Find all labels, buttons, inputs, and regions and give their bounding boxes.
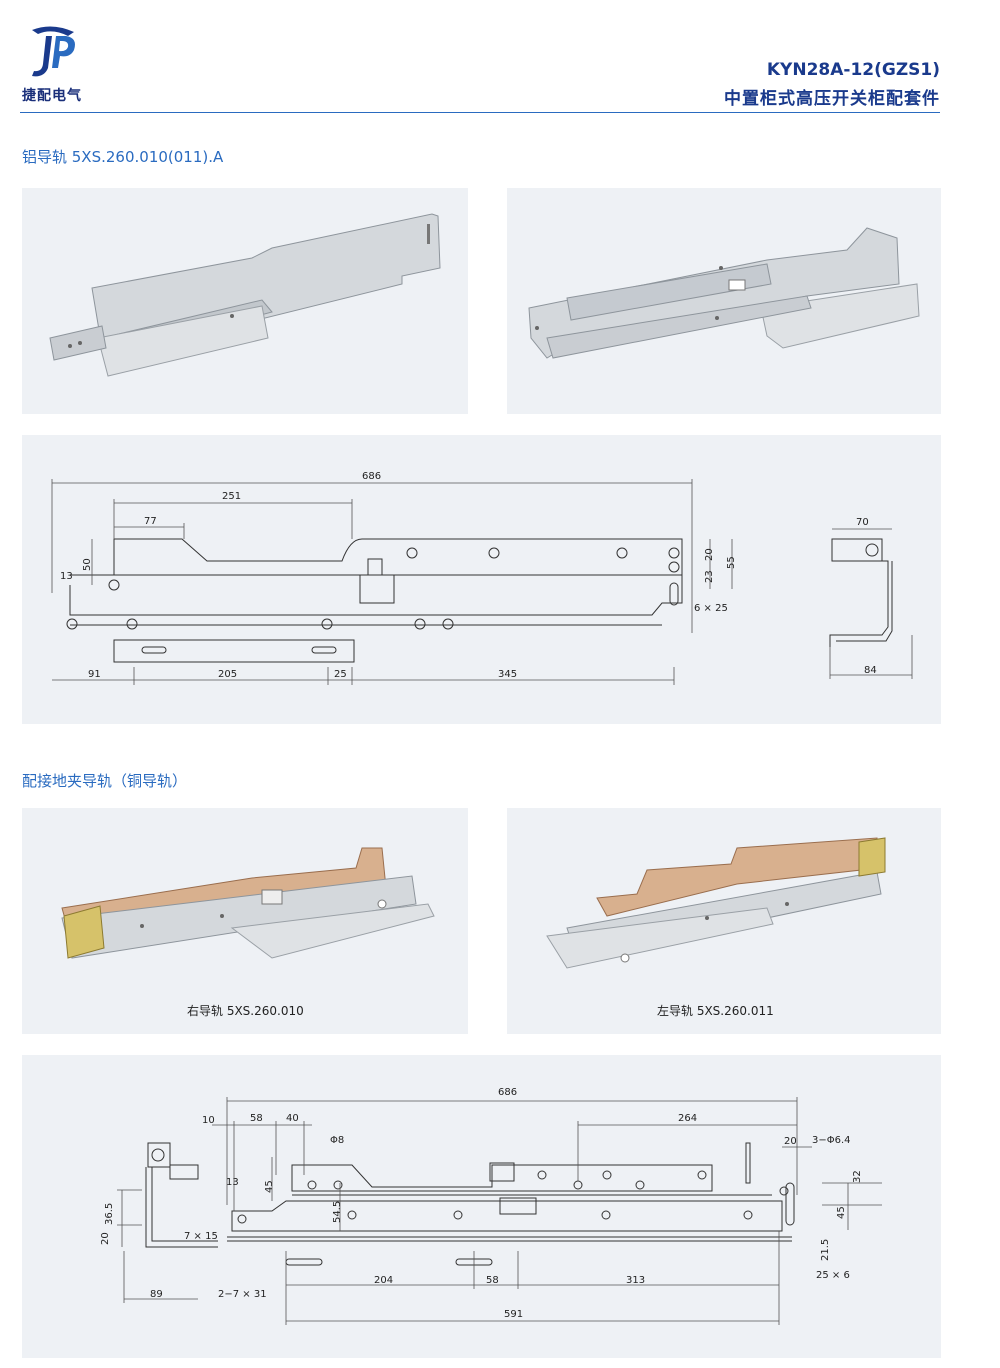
dim-77: 77 — [144, 516, 157, 527]
dim-84: 84 — [864, 665, 877, 676]
dim2-45b: 45 — [836, 1206, 847, 1219]
dim2-7x15: 7 × 15 — [184, 1231, 218, 1242]
dim2-54-5: 54.5 — [332, 1201, 343, 1223]
company-logo — [32, 26, 75, 77]
drawing-aluminum-rail: 686 251 77 50 13 91 205 25 345 20 23 55 … — [22, 435, 941, 724]
dim2-313: 313 — [626, 1275, 645, 1286]
dim-55: 55 — [726, 556, 737, 569]
dim2-3phi64: 3−Φ6.4 — [812, 1135, 851, 1146]
logo-text: 捷配电气 — [22, 88, 82, 104]
photo-right-rail: 右导轨 5XS.260.010 — [22, 808, 468, 1034]
dim2-phi8: Φ8 — [330, 1135, 344, 1146]
product-model: KYN28A-12(GZS1) — [766, 60, 940, 80]
dim2-20b: 20 — [100, 1232, 111, 1245]
dim2-13: 13 — [226, 1177, 239, 1188]
caption-left-rail: 左导轨 5XS.260.011 — [657, 1004, 774, 1018]
dim2-264: 264 — [678, 1113, 697, 1124]
dim-6x25: 6 × 25 — [694, 603, 728, 614]
section-title-copper-rail: 配接地夹导轨（铜导轨） — [22, 772, 188, 790]
dim2-89: 89 — [150, 1289, 163, 1300]
caption-right-rail: 右导轨 5XS.260.010 — [187, 1004, 304, 1018]
dim2-32: 32 — [852, 1170, 863, 1183]
dim2-58b: 58 — [486, 1275, 499, 1286]
dim2-58: 58 — [250, 1113, 263, 1124]
drawing-copper-rail: 686 10 58 40 264 Φ8 20 3−Φ6.4 13 45 32 5… — [22, 1055, 941, 1358]
header-rule — [20, 112, 940, 113]
dim-70: 70 — [856, 517, 869, 528]
photo-aluminum-rail-1 — [22, 188, 468, 414]
photo-left-rail: 左导轨 5XS.260.011 — [507, 808, 941, 1034]
dim2-45: 45 — [264, 1180, 275, 1193]
dim-91: 91 — [88, 669, 101, 680]
dim-345: 345 — [498, 669, 517, 680]
section-title-aluminum-rail: 铝导轨 5XS.260.010(011).A — [22, 148, 224, 166]
photo-aluminum-rail-2 — [507, 188, 941, 414]
dim-25: 25 — [334, 669, 347, 680]
dim2-21-5: 21.5 — [820, 1239, 831, 1261]
dim2-36-5: 36.5 — [104, 1203, 115, 1225]
dim-686: 686 — [362, 471, 381, 482]
dim2-25x6: 25 × 6 — [816, 1270, 850, 1281]
dim2-686: 686 — [498, 1087, 517, 1098]
dim2-204: 204 — [374, 1275, 393, 1286]
dim-20: 20 — [704, 548, 715, 561]
dim2-40: 40 — [286, 1113, 299, 1124]
dim-251: 251 — [222, 491, 241, 502]
dim-50: 50 — [82, 558, 93, 571]
dim-13: 13 — [60, 571, 73, 582]
dim-23: 23 — [704, 570, 715, 583]
dim2-591: 591 — [504, 1309, 523, 1320]
page-title: 中置柜式高压开关柜配套件 — [724, 89, 940, 109]
dim-205: 205 — [218, 669, 237, 680]
dim2-10: 10 — [202, 1115, 215, 1126]
dim2-2x7x31: 2−7 × 31 — [218, 1289, 267, 1300]
dim2-20: 20 — [784, 1136, 797, 1147]
